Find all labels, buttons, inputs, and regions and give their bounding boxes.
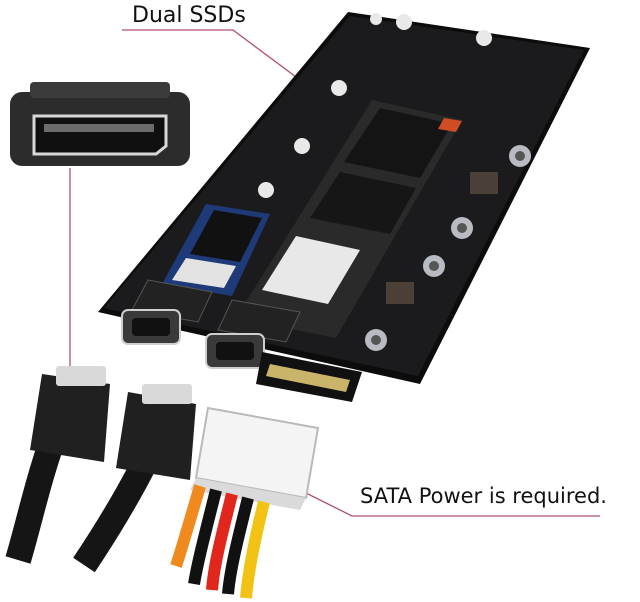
board-components [365,145,531,351]
sata-port-right [205,333,265,369]
mount-hole [294,138,310,154]
sata-power-connector-icon [170,406,320,599]
mount-hole [258,182,274,198]
mount-hole [370,13,382,25]
power-callout-line [291,485,600,517]
sata-port-left [121,309,181,345]
m2-slot-right [217,299,301,343]
mount-hole [396,14,412,30]
sata-power-caption: SATA Power is required. [360,484,607,508]
mount-hole [331,80,347,96]
mount-hole [476,30,492,46]
dual-ssds-caption: Dual SSDs [132,3,246,28]
ssd-right [236,100,462,338]
sata-data-cable-icon [5,366,196,573]
board-sata-power-header [256,352,362,402]
displayport-connector-icon [10,82,190,166]
ssd-left [162,204,270,296]
